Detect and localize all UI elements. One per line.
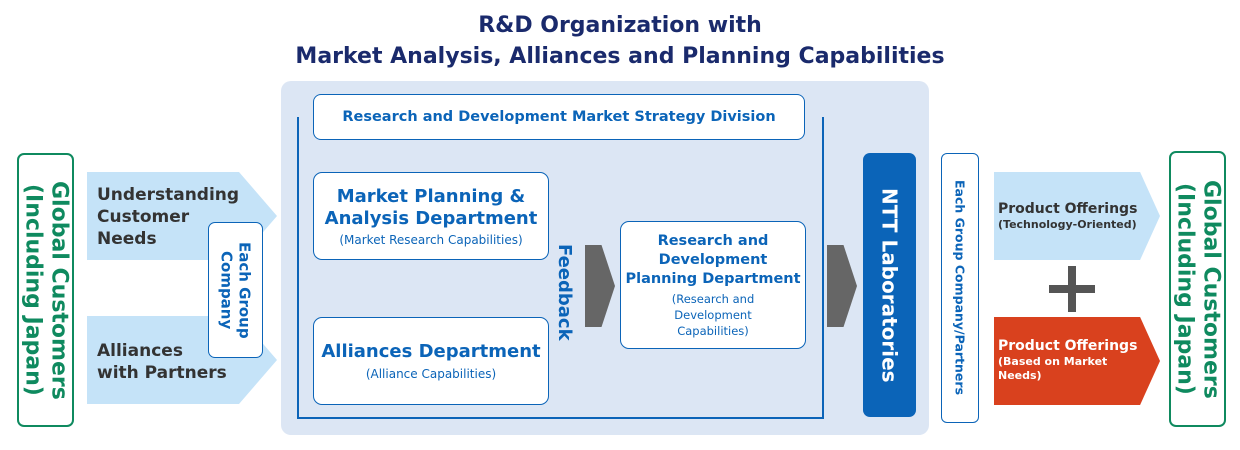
each-group-partners-label: Each Group Company/Partners xyxy=(952,180,968,396)
left-global-customers-box: Global Customers (Including Japan) xyxy=(17,153,74,427)
offering-tech-text: Product Offerings (Technology-Oriented) xyxy=(998,201,1137,231)
division-label: Research and Development Market Strategy… xyxy=(342,109,776,125)
offering-market-title: Product Offerings xyxy=(998,338,1138,354)
rd-planning-title: Research and Development Planning Depart… xyxy=(625,232,801,287)
right-global-customers-label: Global Customers (Including Japan) xyxy=(1172,179,1224,399)
market-planning-title: Market Planning & Analysis Department xyxy=(324,185,538,229)
alliances-department-title: Alliances Department xyxy=(321,341,541,362)
each-group-company-box: Each Group Company xyxy=(208,222,263,358)
alliances-label: Alliances with Partners xyxy=(97,341,227,383)
market-planning-box: Market Planning & Analysis Department (M… xyxy=(313,172,549,260)
title-line-2: Market Analysis, Alliances and Planning … xyxy=(295,44,945,69)
right-global-customers-box: Global Customers (Including Japan) xyxy=(1169,151,1226,427)
ntt-laboratories-box: NTT Laboratories xyxy=(863,153,916,417)
offering-market-text: Product Offerings (Based on Market Needs… xyxy=(998,338,1137,383)
market-planning-sub: (Market Research Capabilities) xyxy=(339,232,523,247)
division-box: Research and Development Market Strategy… xyxy=(313,94,805,140)
rd-planning-sub: (Research and Development Capabilities) xyxy=(671,291,755,338)
title-line-1: R&D Organization with xyxy=(478,13,762,38)
offering-market-sub: (Based on Market Needs) xyxy=(998,355,1108,382)
offering-tech-title: Product Offerings xyxy=(998,201,1138,217)
division-bracket xyxy=(297,117,824,419)
plus-icon-vertical xyxy=(1068,266,1076,312)
alliances-department-sub: (Alliance Capabilities) xyxy=(365,367,497,381)
each-group-partners-box: Each Group Company/Partners xyxy=(941,153,979,423)
feedback-wrap: Feedback xyxy=(552,236,576,348)
rd-planning-box: Research and Development Planning Depart… xyxy=(620,221,806,349)
offering-tech-arrow xyxy=(994,172,1160,260)
offering-tech-sub: (Technology-Oriented) xyxy=(998,218,1137,231)
ntt-laboratories-label: NTT Laboratories xyxy=(877,187,902,383)
offering-market-arrow xyxy=(994,317,1160,405)
left-global-customers-label: Global Customers (Including Japan) xyxy=(20,180,72,400)
alliances-department-box: Alliances Department (Alliance Capabilit… xyxy=(313,317,549,405)
understanding-label: Understanding Customer Needs xyxy=(97,185,240,249)
feedback-label: Feedback xyxy=(554,243,575,341)
each-group-company-label: Each Group Company xyxy=(217,241,254,339)
